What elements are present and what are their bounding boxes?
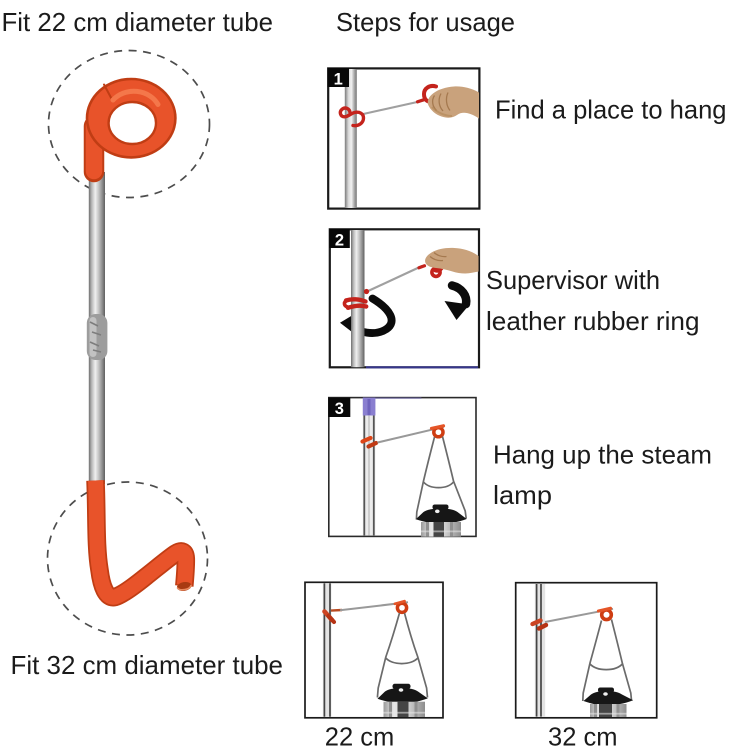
- svg-text:32 cm: 32 cm: [548, 721, 618, 750]
- svg-text:22 cm: 22 cm: [325, 721, 395, 750]
- svg-text:Steps for usage: Steps for usage: [336, 7, 515, 37]
- svg-text:3: 3: [335, 400, 344, 418]
- svg-text:2: 2: [335, 232, 344, 250]
- svg-text:Fit 22 cm diameter tube: Fit 22 cm diameter tube: [2, 7, 274, 37]
- svg-text:Fit 32 cm diameter tube: Fit 32 cm diameter tube: [11, 650, 284, 680]
- svg-text:Hang up the steam: Hang up the steam: [493, 440, 712, 470]
- svg-text:lamp: lamp: [493, 480, 552, 510]
- svg-text:Find a place to hang: Find a place to hang: [495, 95, 727, 125]
- svg-text:1: 1: [334, 71, 343, 89]
- svg-text:leather rubber ring: leather rubber ring: [486, 306, 700, 336]
- svg-text:Supervisor with: Supervisor with: [486, 265, 660, 295]
